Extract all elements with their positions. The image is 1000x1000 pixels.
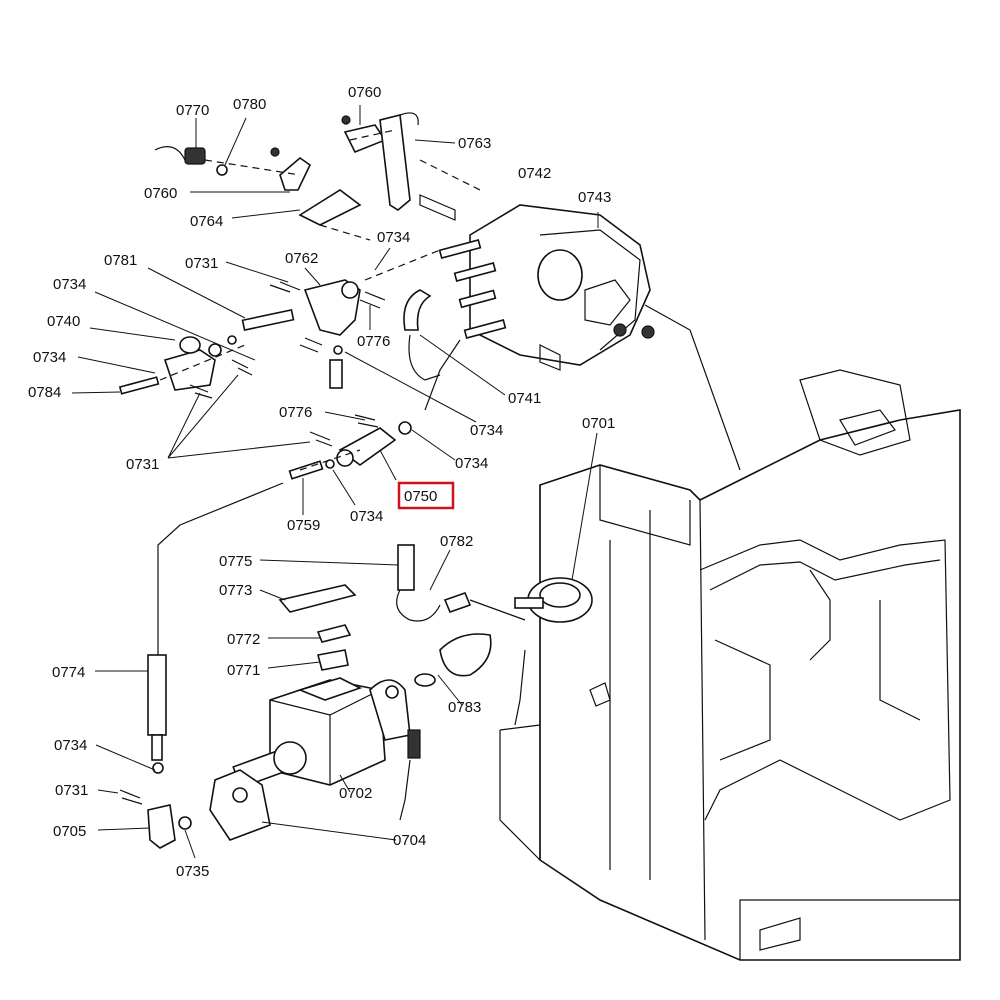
label-0742: 0742 xyxy=(518,165,551,182)
tube-0774-0705 xyxy=(147,654,192,849)
label-0764: 0764 xyxy=(190,213,223,230)
label-0782: 0782 xyxy=(440,533,473,550)
parts-0771-0773 xyxy=(278,584,357,671)
leader-lines xyxy=(71,105,599,859)
label-0760-top: 0760 xyxy=(348,84,381,101)
label-0762: 0762 xyxy=(285,250,318,267)
label-0759: 0759 xyxy=(287,517,320,534)
label-0773: 0773 xyxy=(219,582,252,599)
bolts-upper xyxy=(419,194,507,340)
label-0781: 0781 xyxy=(104,252,137,269)
label-0741: 0741 xyxy=(508,390,541,407)
label-0772: 0772 xyxy=(227,631,260,648)
label-0743: 0743 xyxy=(578,189,611,206)
label-0735: 0735 xyxy=(176,863,209,880)
label-0774: 0774 xyxy=(52,664,85,681)
label-0701: 0701 xyxy=(582,415,615,432)
label-0731-bottom: 0731 xyxy=(55,782,88,799)
part-labels: 0770 0780 0760 0763 0742 0743 0760 0764 … xyxy=(28,84,615,880)
label-0783: 0783 xyxy=(448,699,481,716)
pump-0702 xyxy=(209,677,421,841)
thermoblock-assembly xyxy=(469,204,655,371)
label-0780: 0780 xyxy=(233,96,266,113)
connection-lines xyxy=(157,129,741,821)
highlight-box-0750 xyxy=(397,481,455,510)
label-0734-g: 0734 xyxy=(54,737,87,754)
label-0771: 0771 xyxy=(227,662,260,679)
label-0734-e: 0734 xyxy=(455,455,488,472)
label-0734-b: 0734 xyxy=(53,276,86,293)
label-0734-c: 0734 xyxy=(33,349,66,366)
brackets-0760-0763 xyxy=(270,112,419,226)
label-0740: 0740 xyxy=(47,313,80,330)
clips-0731-0776 xyxy=(119,281,386,805)
valve-0740 xyxy=(118,336,222,395)
label-0760-left: 0760 xyxy=(144,185,177,202)
label-0702: 0702 xyxy=(339,785,372,802)
label-0704: 0704 xyxy=(393,832,426,849)
label-0705: 0705 xyxy=(53,823,86,840)
label-0734-d: 0734 xyxy=(470,422,503,439)
label-0770: 0770 xyxy=(176,102,209,119)
hoses-0775-0782-0783 xyxy=(396,544,526,687)
label-0775: 0775 xyxy=(219,553,252,570)
pipes-0781 xyxy=(227,308,295,345)
label-0784: 0784 xyxy=(28,384,61,401)
label-0763: 0763 xyxy=(458,135,491,152)
label-0776-top: 0776 xyxy=(357,333,390,350)
label-0734-a: 0734 xyxy=(377,229,410,246)
label-0776-mid: 0776 xyxy=(279,404,312,421)
sensor-0770 xyxy=(154,146,228,176)
label-0731-top: 0731 xyxy=(185,255,218,272)
valve-0762 xyxy=(303,279,361,389)
label-0731-mid: 0731 xyxy=(126,456,159,473)
label-0750: 0750 xyxy=(404,488,437,505)
label-0734-f: 0734 xyxy=(350,508,383,525)
hose-0741 xyxy=(403,289,441,381)
connector-0750 xyxy=(288,421,412,480)
machine-housing xyxy=(499,369,961,961)
flowmeter-0701 xyxy=(514,577,593,623)
